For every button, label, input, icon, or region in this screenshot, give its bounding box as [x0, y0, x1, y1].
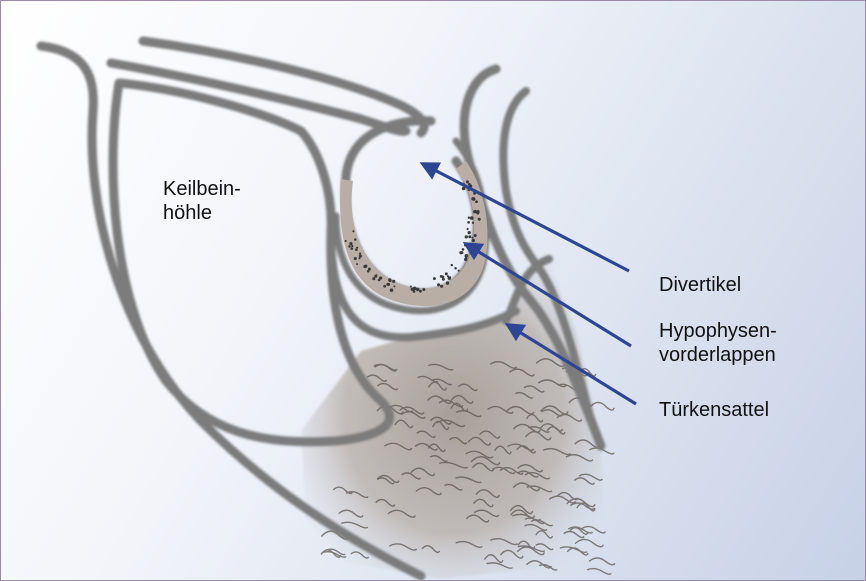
pituitary-dot — [468, 235, 471, 238]
pituitary-dot — [437, 283, 440, 286]
pituitary-dot — [458, 270, 460, 272]
pituitary-dot — [459, 251, 462, 254]
pituitary-dot — [440, 275, 443, 278]
pituitary-dot — [474, 234, 477, 237]
label-anterior-pituitary: Hypophysen- vorderlappen — [659, 319, 777, 367]
pituitary-dot — [471, 197, 474, 200]
pituitary-dot — [411, 288, 414, 291]
pituitary-dot — [433, 277, 436, 280]
pituitary-dot — [465, 235, 468, 238]
pituitary-dot — [473, 210, 477, 214]
pituitary-dot — [345, 240, 347, 242]
pituitary-dot — [472, 222, 474, 224]
label-anterior-pituitary-line2: vorderlappen — [659, 343, 777, 367]
pituitary-dot — [422, 288, 425, 291]
pituitary-dot — [348, 245, 351, 248]
pituitary-dot — [474, 243, 476, 245]
pituitary-dot — [442, 278, 445, 281]
bone-squiggle — [587, 569, 611, 575]
pituitary-dot — [358, 257, 360, 259]
pituitary-dot — [374, 275, 377, 278]
pituitary-dot — [449, 276, 451, 278]
pituitary-dot — [468, 183, 471, 186]
pituitary-dot — [350, 247, 353, 250]
label-sphenoid-sinus: Keilbein- höhle — [163, 177, 241, 225]
pituitary-dot — [352, 230, 354, 232]
pituitary-dot — [351, 245, 353, 247]
pituitary-dot — [363, 265, 366, 268]
pituitary-dot — [472, 237, 474, 239]
pituitary-dot — [419, 290, 422, 293]
pituitary-dot — [472, 239, 475, 242]
pituitary-dot — [349, 242, 352, 245]
pituitary-dot — [356, 263, 358, 265]
pituitary-dot — [388, 278, 391, 281]
pituitary-dot — [462, 248, 465, 251]
pituitary-dot — [476, 210, 479, 213]
label-sphenoid-sinus-line1: Keilbein- — [163, 177, 241, 201]
pituitary-dot — [354, 257, 357, 260]
pituitary-dot — [359, 255, 362, 258]
pituitary-dot — [467, 228, 469, 230]
label-divertikel: Divertikel — [659, 273, 741, 297]
pituitary-dot — [392, 280, 395, 283]
pituitary-dot — [468, 231, 471, 234]
pituitary-dot — [475, 200, 478, 203]
pituitary-dot — [451, 264, 453, 266]
label-sphenoid-sinus-line2: höhle — [163, 201, 241, 225]
pituitary-dot — [354, 238, 357, 241]
pituitary-dot — [445, 272, 448, 275]
label-anterior-pituitary-line1: Hypophysen- — [659, 319, 777, 343]
pituitary-dot — [440, 285, 443, 288]
pituitary-dot — [478, 218, 481, 221]
pituitary-dot — [447, 282, 449, 284]
pituitary-dot — [372, 277, 375, 280]
pituitary-dot — [355, 248, 358, 251]
pituitary-dot — [454, 267, 457, 270]
pituitary-dot — [410, 285, 412, 287]
pituitary-dot — [356, 247, 358, 249]
pituitary-dot — [466, 180, 469, 183]
pituitary-dot — [359, 253, 361, 255]
pituitary-dot — [393, 285, 395, 287]
pituitary-dot — [470, 216, 474, 220]
label-tuerkensattel: Türkensattel — [659, 398, 769, 422]
planum-line-2 — [111, 63, 406, 131]
pituitary-dot — [464, 258, 467, 261]
pituitary-dot — [384, 285, 386, 287]
pituitary-dot — [386, 283, 389, 286]
pituitary-dot — [390, 288, 394, 292]
pituitary-dot — [467, 221, 470, 224]
pituitary-dot — [379, 276, 382, 279]
pituitary-dot — [468, 216, 470, 218]
pituitary-dot — [367, 270, 370, 273]
